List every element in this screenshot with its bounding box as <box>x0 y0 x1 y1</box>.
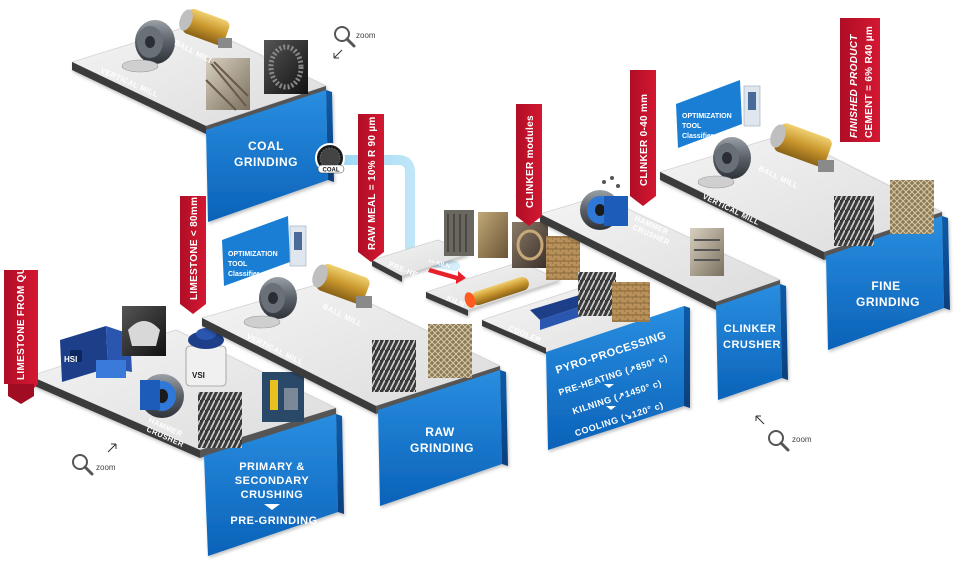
clinker-panel-front <box>716 284 782 400</box>
fine-opt-line1: OPTIMIZATION <box>682 113 732 120</box>
pyro-photo-preheater <box>444 210 474 256</box>
kiln-rotary-icon <box>464 276 529 308</box>
raw-grinding-label-2: GRINDING <box>410 441 474 455</box>
flag-limestone-quarry: LIMESTONE FROM QUARRY <box>4 238 38 404</box>
raw-photo-grid <box>428 324 472 378</box>
svg-text:zoom: zoom <box>792 435 812 444</box>
primary-down-arrow <box>264 504 280 510</box>
pyro-photo-cooler1 <box>578 272 616 316</box>
fine-panel-front <box>826 216 944 350</box>
raw-panel-edge <box>500 370 508 466</box>
finished-product-label: FINISHED PRODUCT <box>849 34 860 138</box>
primary-label-1: PRIMARY & <box>239 461 305 473</box>
kiln-arrow <box>428 268 466 284</box>
coal-platform-front <box>72 62 206 134</box>
fine-optimization-card <box>676 80 761 148</box>
raw-optimization-card <box>222 216 307 286</box>
flag-clinker-modules: CLINKER modules <box>516 104 542 226</box>
raw-grinding-label-1: RAW <box>425 425 455 439</box>
zoom-control-left[interactable]: zoom <box>72 443 117 476</box>
svg-text:LIMESTONE FROM QUARRY: LIMESTONE FROM QUARRY <box>16 238 27 380</box>
arrow-icon <box>107 443 117 453</box>
svg-text:COAL: COAL <box>323 168 340 174</box>
fine-photo-grid <box>890 180 934 234</box>
kiln-arrow-label: »» KILN <box>427 258 450 270</box>
clinker-photo-rotor <box>690 228 724 276</box>
clinker-panel-edge <box>780 284 788 380</box>
raw-opt-line3: Classifier <box>228 271 260 278</box>
coal-tag: COAL <box>315 143 345 174</box>
coal-grinding-label-1: COAL <box>248 139 284 153</box>
coal-ball-mill-icon <box>179 8 232 48</box>
pyro-photo-cooler2 <box>612 282 650 322</box>
arrow-icon <box>333 49 343 59</box>
primary-label-2: SECONDARY <box>235 475 310 487</box>
magnifier-icon <box>334 26 350 42</box>
magnifier-icon <box>768 430 784 446</box>
vsi-label: VSI <box>192 371 205 380</box>
primary-label-3: CRUSHING <box>241 489 304 501</box>
hsi-crusher-icon <box>60 326 132 382</box>
cement-spec-label: CEMENT = 6% R40 µm <box>864 26 875 138</box>
fine-ball-mill-icon <box>770 123 834 172</box>
fine-grinding-label-2: GRINDING <box>856 295 920 309</box>
vsi-crusher-icon <box>185 328 227 387</box>
svg-text:LIMESTONE < 80mm: LIMESTONE < 80mm <box>189 197 200 300</box>
raw-ball-mill-icon <box>312 263 372 308</box>
coal-grinding-module <box>71 23 334 222</box>
fine-opt-line3: Classifier <box>682 133 714 140</box>
raw-opt-line1: OPTIMIZATION <box>228 251 278 258</box>
raw-opt-line2: TOOL <box>228 261 248 268</box>
clinker-hammer-crusher-icon <box>580 176 628 230</box>
fine-vertical-mill-icon <box>697 137 751 189</box>
svg-text:CLINKER 0-40 mm: CLINKER 0-40 mm <box>639 94 650 186</box>
raw-photo-blades <box>372 340 416 392</box>
coal-panel-front <box>206 90 328 222</box>
clinker-label-1: CLINKER <box>724 323 776 335</box>
primary-panel-front <box>204 414 338 556</box>
svg-text:RAW MEAL = 10% R 90 µm: RAW MEAL = 10% R 90 µm <box>367 116 378 250</box>
flag-clinker-040: CLINKER 0-40 mm <box>630 70 656 206</box>
zoom-control-top[interactable]: zoom <box>333 26 376 59</box>
primary-platform-front <box>30 376 200 458</box>
fine-opt-line2: TOOL <box>682 123 702 130</box>
fine-grinding-label-1: FINE <box>871 279 900 293</box>
hsi-label: HSI <box>64 355 77 364</box>
pyro-photo-cyclone <box>478 212 508 258</box>
svg-text:zoom: zoom <box>356 31 376 40</box>
svg-text:CLINKER modules: CLINKER modules <box>525 115 536 208</box>
raw-platform-front <box>202 318 376 414</box>
zoom-control-right[interactable]: zoom <box>755 415 812 452</box>
magnifier-icon <box>72 454 88 470</box>
primary-photo-blades <box>198 392 242 448</box>
raw-panel-front <box>378 370 502 506</box>
flag-limestone-80: LIMESTONE < 80mm <box>180 196 206 314</box>
fine-photo-blades <box>834 196 874 246</box>
raw-vertical-mill-icon <box>243 277 297 329</box>
primary-hammer-crusher-icon <box>140 374 184 418</box>
flag-finished-product: FINISHED PRODUCT CEMENT = 6% R40 µm <box>840 18 880 142</box>
coal-vertical-mill-icon <box>121 20 175 73</box>
flag-raw-meal: RAW MEAL = 10% R 90 µm <box>358 114 384 262</box>
fine-panel-edge <box>942 216 950 310</box>
pyro-photo-kiln-ring <box>546 236 580 280</box>
svg-text:zoom: zoom <box>96 463 116 472</box>
arrow-icon <box>755 415 765 425</box>
pyro-panel-front <box>546 306 684 450</box>
primary-panel-edge <box>336 414 344 514</box>
clinker-label-2: CRUSHER <box>723 339 781 351</box>
pyro-panel-edge <box>684 306 690 408</box>
primary-label-4: PRE-GRINDING <box>230 515 317 527</box>
coal-grinding-label-2: GRINDING <box>234 155 298 169</box>
